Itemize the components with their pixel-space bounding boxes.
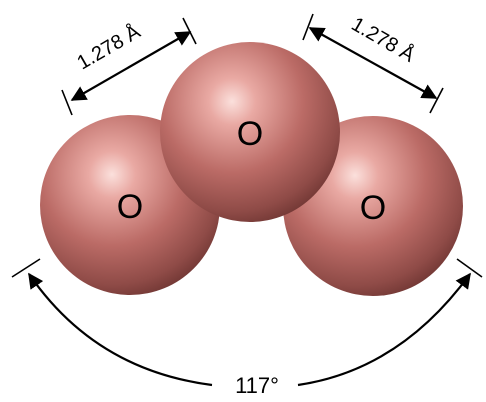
dim-tick-left-inner [182, 17, 197, 45]
dim-arrow-right [308, 27, 438, 99]
angle-tick-right [456, 258, 483, 278]
dim-tick-left-outer [61, 89, 73, 116]
angle-tick-left [11, 258, 41, 278]
atom-center-symbol: O [237, 115, 263, 153]
bond-angle: 117° [11, 258, 483, 398]
dim-arrow-left [70, 31, 192, 101]
dim-tick-right-inner [302, 13, 314, 41]
atom-left-symbol: O [117, 188, 143, 226]
angle-arc-left [28, 272, 213, 387]
bond-length-right-label: 1.278 Å [348, 12, 420, 67]
atom-right-symbol: O [360, 189, 386, 227]
bond-angle-label: 117° [235, 373, 279, 398]
bond-length-left-label: 1.278 Å [73, 20, 145, 75]
dim-tick-right-outer [429, 87, 444, 114]
atom-center: O [160, 42, 340, 222]
angle-arc-right [297, 272, 471, 387]
atom-center-sphere [160, 42, 340, 222]
